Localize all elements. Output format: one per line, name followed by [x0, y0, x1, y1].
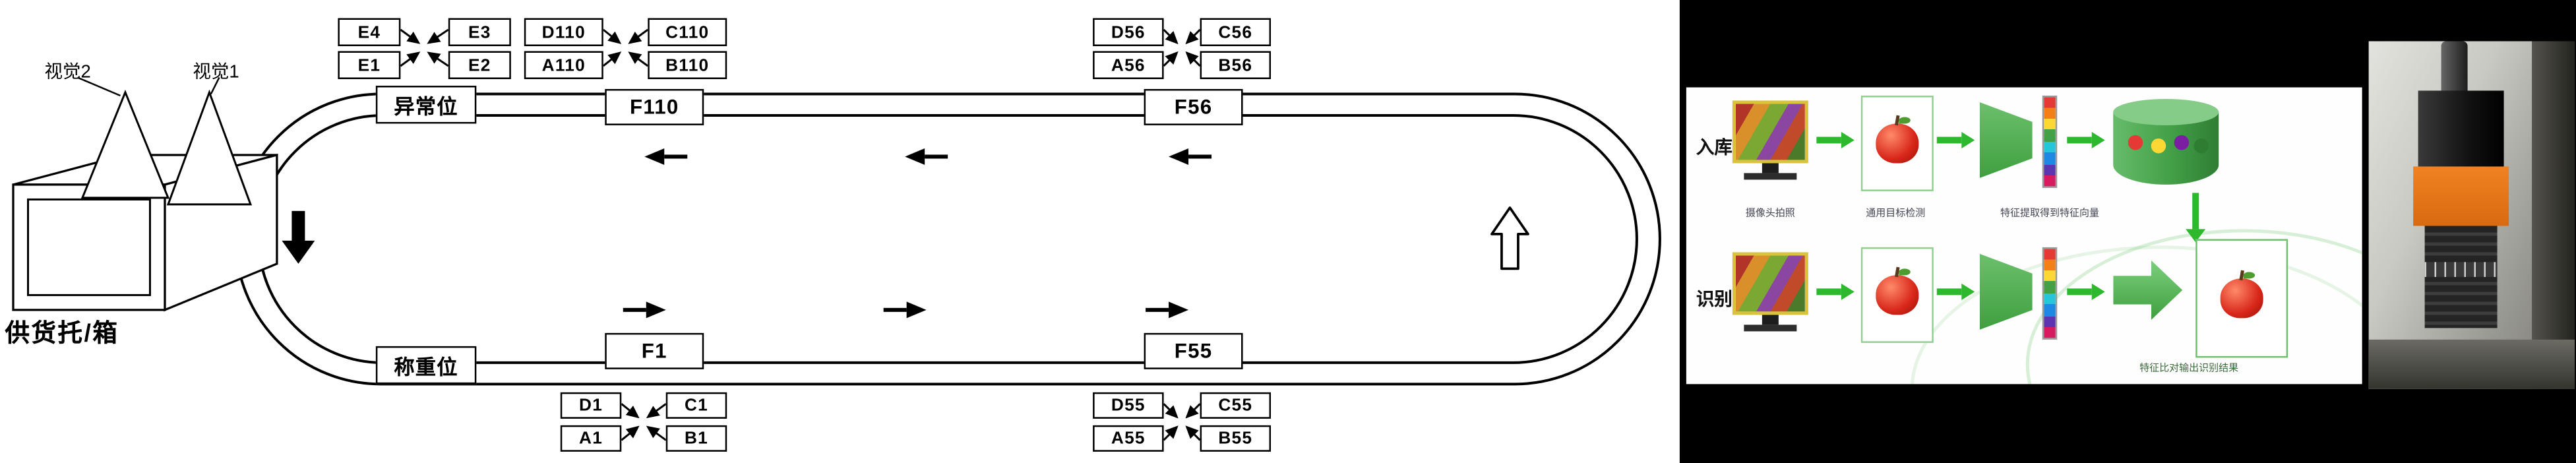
detected-apple-box [1860, 95, 1934, 191]
vision1-label: 视觉1 [193, 62, 239, 82]
recognition-result-box [2195, 239, 2288, 358]
monitor-base [1744, 173, 1797, 180]
slot-box-e3: E3 [448, 18, 511, 46]
monitor-icon [1732, 100, 1808, 186]
camera-body [2418, 90, 2504, 170]
slot-box-c1: C1 [665, 392, 727, 419]
slot-box-e2: E2 [448, 51, 511, 79]
green-arrow-icon [1936, 131, 1975, 148]
database-icon [2113, 98, 2219, 185]
green-arrow-icon [2067, 283, 2105, 300]
apple-icon [1876, 117, 1919, 164]
slot-box-d110: D110 [524, 18, 603, 46]
machine-base [2368, 339, 2575, 389]
detected-apple-box [1860, 247, 1934, 343]
caption-feature: 特征提取得到特征向量 [2000, 209, 2099, 220]
grape-dot-icon [2174, 135, 2190, 150]
flow-arrow-right-icon [623, 301, 1189, 319]
slot-box-b1: B1 [665, 425, 727, 452]
cluster-cross-arrows-1 [621, 403, 667, 441]
slot-box-e1: E1 [338, 51, 401, 79]
flow-down-arrow-icon [282, 210, 315, 264]
cluster-cross-arrows-e [400, 28, 449, 67]
monitor-base [1744, 324, 1797, 332]
slot-box-a55: A55 [1093, 425, 1164, 452]
recognition-pipeline-slide: 入库 摄像头拍照 通用目标检测 特征提取得到特征向量 识 [1686, 87, 2362, 385]
flow-up-arrow-icon [1490, 206, 1529, 270]
green-arrow-icon [1936, 283, 1975, 300]
slot-box-d1: D1 [560, 392, 622, 419]
green-down-arrow-icon [2186, 193, 2206, 243]
feature-vector-icon [2042, 95, 2058, 188]
cluster-cross-arrows-56 [1163, 28, 1201, 67]
caption-camera: 摄像头拍照 [1745, 209, 1795, 220]
station-abnormal: 异常位 [375, 85, 477, 124]
right-dark-panel: 入库 摄像头拍照 通用目标检测 特征提取得到特征向量 识 [1679, 0, 2576, 463]
slot-box-c56: C56 [1200, 18, 1272, 46]
station-weighing: 称重位 [375, 346, 477, 385]
green-arrow-icon [1816, 283, 1855, 300]
slot-box-c110: C110 [648, 18, 727, 46]
slot-box-b55: B55 [1200, 425, 1272, 452]
cluster-cross-arrows-55 [1163, 403, 1201, 441]
banana-dot-icon [2151, 138, 2166, 154]
station-f56: F56 [1144, 88, 1243, 125]
caption-detection: 通用目标检测 [1866, 209, 1926, 220]
feature-vector-icon [2042, 247, 2058, 340]
slot-box-c55: C55 [1200, 392, 1272, 419]
apple-icon [1876, 268, 1919, 315]
slot-box-b110: B110 [648, 51, 727, 79]
camera-cable-connector [2441, 41, 2468, 98]
slot-box-b56: B56 [1200, 51, 1272, 79]
camera-lens-ring [2424, 262, 2498, 277]
monitor-screen [1732, 100, 1808, 164]
slot-box-e4: E4 [338, 18, 401, 46]
camera-photo [2368, 41, 2575, 389]
row-in-label: 入库 [1696, 138, 1733, 158]
apple-dot-icon [2128, 135, 2143, 150]
green-arrow-icon [2067, 131, 2105, 148]
monitor-stand [1762, 315, 1779, 325]
slot-box-a110: A110 [524, 51, 603, 79]
station-f110: F110 [605, 88, 704, 125]
slot-box-d56: D56 [1093, 18, 1164, 46]
slot-box-a1: A1 [560, 425, 622, 452]
track-outer-loop [234, 92, 1661, 386]
station-f1: F1 [605, 332, 704, 369]
camera-orange-band [2413, 166, 2509, 226]
monitor-icon [1732, 252, 1808, 338]
camera-lens [2424, 226, 2498, 328]
caption-result: 特征比对输出识别结果 [2139, 364, 2239, 375]
camera-view-cone-icon [77, 77, 253, 206]
slot-box-a56: A56 [1093, 51, 1164, 79]
apple-icon [2220, 272, 2263, 319]
monitor-screen [1732, 252, 1808, 315]
track-inner-loop [257, 113, 1638, 364]
supply-box-label: 供货托/箱 [5, 319, 119, 348]
station-f55: F55 [1144, 332, 1243, 369]
slot-box-d55: D55 [1093, 392, 1164, 419]
cluster-cross-arrows-110 [602, 28, 649, 67]
vision2-label: 视觉2 [44, 62, 91, 82]
machine-frame [2532, 41, 2575, 389]
flow-arrow-left-icon [644, 148, 1212, 165]
monitor-stand [1762, 163, 1779, 173]
green-arrow-icon [1816, 131, 1855, 148]
feature-encoder-icon [1979, 102, 2033, 178]
row-recog-label: 识别 [1696, 290, 1733, 310]
fruit-dot-icon [2193, 138, 2209, 154]
